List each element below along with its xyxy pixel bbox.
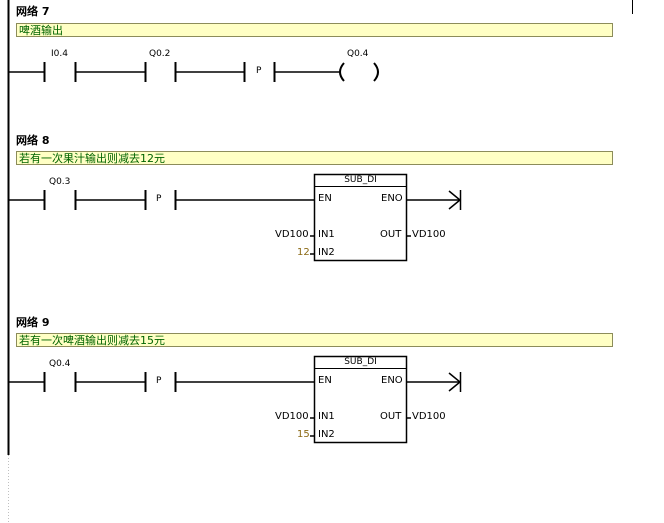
network-8-title[interactable]: 网络 8 [16,134,50,147]
contact-q0-3[interactable] [43,190,77,210]
block-name-8: SUB_DI [344,175,377,185]
pin-in2-9: IN2 [318,429,335,440]
network-7-comment[interactable]: 啤酒输出 [16,23,613,37]
contact-q0-2[interactable] [144,62,177,82]
p-edge-label-9: P [156,376,162,386]
network-7-title[interactable]: 网络 7 [16,5,50,18]
contact-q0-4[interactable] [43,372,77,392]
p-edge-contact-7[interactable] [243,62,276,82]
pin-out-9: OUT [380,411,402,422]
pin-eno-8: ENO [381,193,403,204]
sub-di-box-9[interactable] [313,355,408,444]
in2-operand-9[interactable]: 15 [297,429,310,440]
sub-di-box-8[interactable] [313,173,408,262]
pin-in1-8: IN1 [318,229,335,240]
coil-q0-4[interactable] [339,62,379,82]
p-edge-contact-8[interactable] [144,190,177,210]
out-operand-8[interactable]: VD100 [412,229,446,240]
contact-q0-3-label: Q0.3 [49,177,71,187]
contact-i0-4[interactable] [43,62,77,82]
pin-eno-9: ENO [381,375,403,386]
pin-en-8: EN [318,193,332,204]
contact-q0-4-label: Q0.4 [49,359,71,369]
pin-en-9: EN [318,375,332,386]
network-9-rung [9,355,462,444]
in1-operand-9[interactable]: VD100 [275,411,309,422]
coil-q0-4-label: Q0.4 [347,49,369,59]
out-operand-9[interactable]: VD100 [412,411,446,422]
network-9-comment[interactable]: 若有一次啤酒输出则减去15元 [16,333,613,347]
p-edge-label-7: P [256,66,262,76]
pin-in1-9: IN1 [318,411,335,422]
block-name-9: SUB_DI [344,357,377,367]
network-8-rung [9,173,462,262]
p-edge-label-8: P [156,194,162,204]
pin-in2-8: IN2 [318,247,335,258]
in2-operand-8[interactable]: 12 [297,247,310,258]
pin-out-8: OUT [380,229,402,240]
p-edge-contact-9[interactable] [144,372,177,392]
network-8-comment[interactable]: 若有一次果汁输出则减去12元 [16,151,613,165]
contact-i0-4-label: I0.4 [51,49,68,59]
network-7-rung [9,62,379,82]
in1-operand-8[interactable]: VD100 [275,229,309,240]
contact-q0-2-label: Q0.2 [149,49,171,59]
network-9-title[interactable]: 网络 9 [16,316,50,329]
